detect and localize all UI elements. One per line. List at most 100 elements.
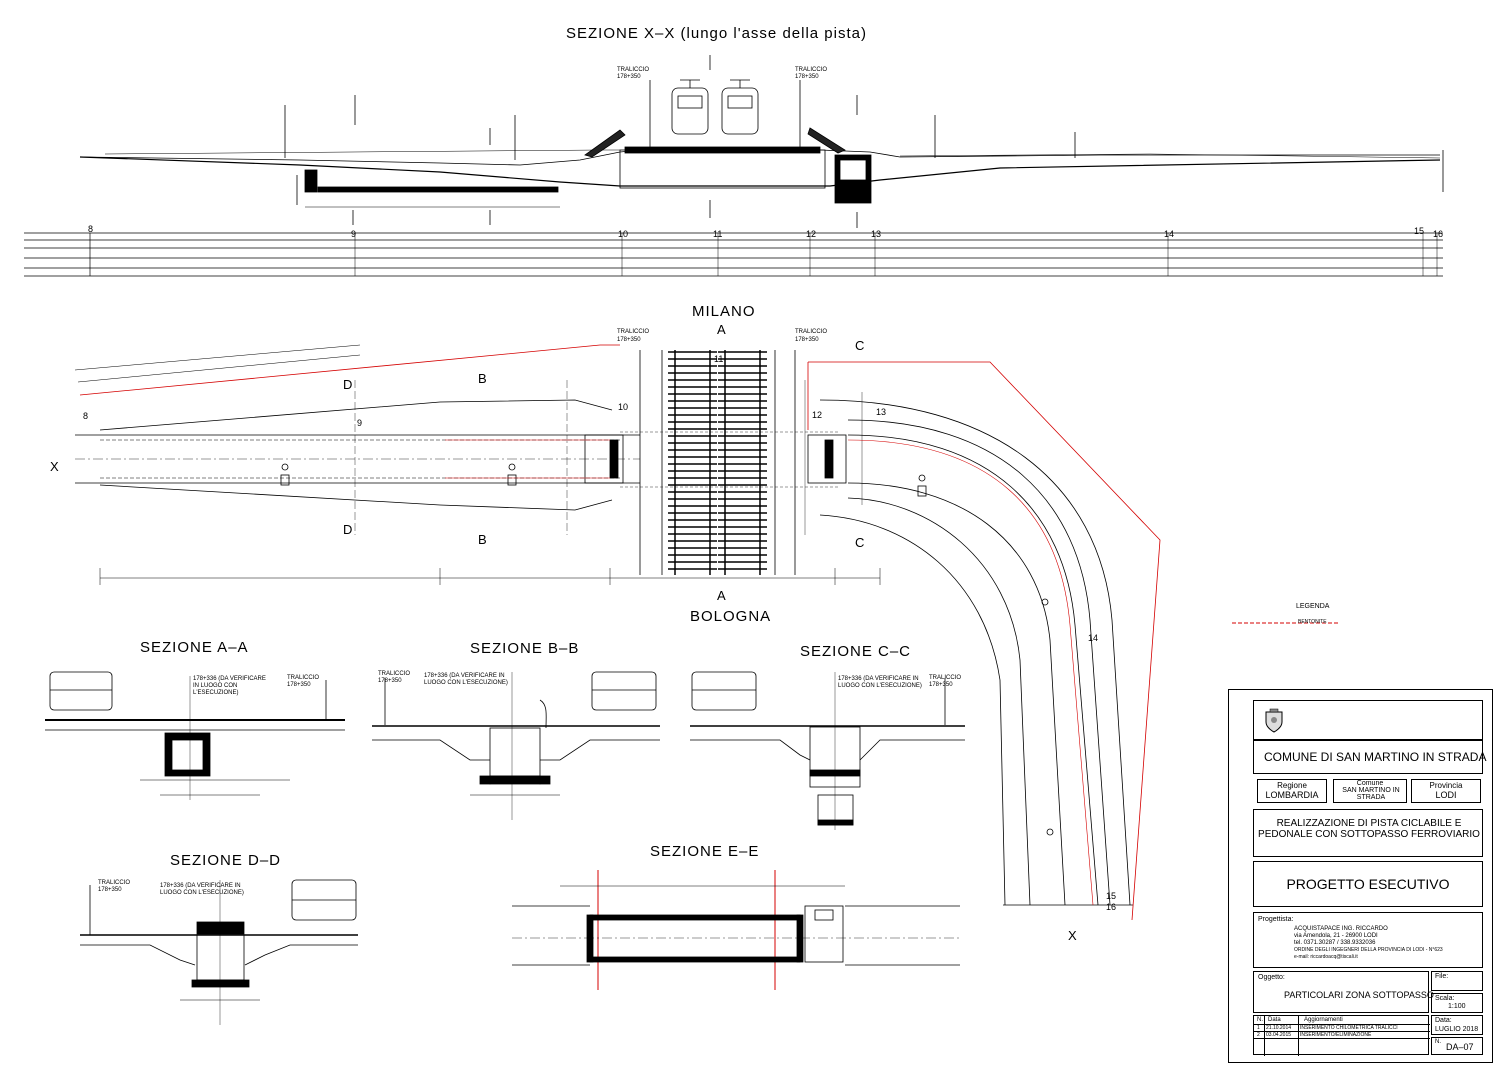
rev-header-n: N. bbox=[1257, 1017, 1263, 1023]
aa-traliccio: TRALICCIO bbox=[287, 675, 320, 681]
file-label: File: bbox=[1435, 973, 1449, 980]
section-dd-drawing bbox=[80, 879, 358, 1025]
xx-traliccio-left: TRALICCIO bbox=[617, 67, 650, 73]
oggetto-value: PARTICOLARI ZONA SOTTOPASSO bbox=[1284, 990, 1434, 1000]
plan-traliccio-left-km: 178+350 bbox=[617, 337, 641, 343]
marker-a-top: A bbox=[717, 322, 726, 337]
tb-sheet-box: N. DA–07 bbox=[1431, 1037, 1483, 1055]
marker-d-top: D bbox=[343, 377, 353, 392]
table-station-11: 11 bbox=[713, 229, 723, 239]
table-station-9: 9 bbox=[351, 229, 357, 239]
marker-b-bottom: B bbox=[478, 532, 487, 547]
tb-emblem-box bbox=[1253, 700, 1483, 740]
bb-km-note: 178+336 (DA VERIFICARE IN LUOGO CON L'ES… bbox=[424, 673, 508, 686]
table-station-15: 15 bbox=[1414, 226, 1425, 236]
progettista-line-5: e-mail: riccardoacq@tiscali.it bbox=[1294, 954, 1358, 960]
tb-date-box: Data: LUGLIO 2018 bbox=[1431, 1015, 1483, 1035]
date-label: Data: bbox=[1435, 1017, 1452, 1024]
rev-header-data: Data bbox=[1268, 1017, 1281, 1023]
progettista-line-2: via Amendola, 21 - 26900 LODI bbox=[1294, 933, 1378, 939]
section-dd-title: SEZIONE D–D bbox=[170, 852, 282, 869]
scala-label: Scala: bbox=[1435, 995, 1455, 1002]
scala-value: 1:100 bbox=[1448, 1003, 1466, 1010]
tb-progettista-box: Progettista: ACQUISTAPACE ING. RICCARDO … bbox=[1253, 912, 1483, 968]
section-aa-drawing bbox=[45, 671, 345, 800]
cc-traliccio-km: 178+350 bbox=[929, 682, 953, 688]
train-right bbox=[721, 79, 759, 135]
marker-x-left: X bbox=[50, 459, 59, 474]
dd-traliccio: TRALICCIO bbox=[98, 880, 131, 886]
plan-station-8: 8 bbox=[83, 411, 89, 421]
tb-project-box: REALIZZAZIONE DI PISTA CICLABILE E PEDON… bbox=[1253, 809, 1483, 857]
train-left bbox=[671, 79, 709, 135]
tb-provincia-box: Provincia LODI bbox=[1411, 779, 1481, 803]
xx-traliccio-left-km: 178+350 bbox=[617, 74, 641, 80]
table-station-16: 16 bbox=[1433, 229, 1444, 239]
tb-regione-box: Regione LOMBARDIA bbox=[1257, 779, 1327, 803]
phase-title: PROGETTO ESECUTIVO bbox=[1286, 876, 1450, 892]
bb-traliccio: TRALICCIO bbox=[378, 671, 411, 677]
tb-comune-box: Comune SAN MARTINO IN STRADA bbox=[1333, 779, 1407, 803]
cc-km-note: 178+336 (DA VERIFICARE IN LUOGO CON L'ES… bbox=[838, 676, 922, 689]
rev-1-n: 1 bbox=[1257, 1025, 1260, 1031]
aa-traliccio-km: 178+350 bbox=[287, 682, 311, 688]
plan-station-14: 14 bbox=[1088, 633, 1099, 643]
provincia-label: Provincia bbox=[1429, 781, 1463, 790]
tb-phase-box: PROGETTO ESECUTIVO bbox=[1253, 861, 1483, 907]
section-bb-drawing bbox=[372, 671, 660, 820]
rail-tracks bbox=[639, 350, 796, 575]
aa-km-note: 178+336 (DA VERIFICARE IN LUOGO CON L'ES… bbox=[193, 676, 266, 696]
section-bb-title: SEZIONE B–B bbox=[470, 640, 580, 657]
bb-traliccio-km: 178+350 bbox=[378, 678, 402, 684]
marker-d-bottom: D bbox=[343, 522, 353, 537]
comune-value: SAN MARTINO IN STRADA bbox=[1342, 787, 1400, 801]
table-station-12: 12 bbox=[806, 229, 817, 239]
progettista-line-1: ACQUISTAPACE ING. RICCARDO bbox=[1294, 926, 1388, 932]
plan-station-9: 9 bbox=[357, 418, 363, 428]
date-value: LUGLIO 2018 bbox=[1435, 1026, 1479, 1033]
xx-traliccio-right: TRALICCIO bbox=[795, 67, 828, 73]
provincia-value: LODI bbox=[1435, 790, 1457, 800]
marker-b-top: B bbox=[478, 371, 487, 386]
plan-south-label: BOLOGNA bbox=[690, 608, 772, 625]
rev-2-n: 2 bbox=[1257, 1032, 1260, 1038]
cc-traliccio: TRALICCIO bbox=[929, 675, 962, 681]
rev-2-desc: INSERIMENTO/ELIMINAZIONE bbox=[1300, 1032, 1372, 1038]
oggetto-label: Oggetto: bbox=[1258, 974, 1285, 981]
rev-1-desc: INSERIMENTO CHILOMETRICA TRALICCI bbox=[1300, 1025, 1398, 1031]
table-station-14: 14 bbox=[1164, 229, 1175, 239]
plan-station-15: 15 bbox=[1106, 891, 1117, 901]
plan-station-16: 16 bbox=[1106, 902, 1117, 912]
project-title: REALIZZAZIONE DI PISTA CICLABILE E PEDON… bbox=[1258, 818, 1480, 840]
table-station-13: 13 bbox=[871, 229, 882, 239]
title-block: COMUNE DI SAN MARTINO IN STRADA Regione … bbox=[1228, 689, 1493, 1063]
regione-label: Regione bbox=[1277, 781, 1307, 790]
table-station-10: 10 bbox=[618, 229, 629, 239]
sheet-label: N. bbox=[1435, 1039, 1441, 1045]
rev-header-aggiornamenti: Aggiornamenti bbox=[1304, 1017, 1343, 1023]
plan-traliccio-left: TRALICCIO bbox=[617, 329, 650, 335]
section-xx-title: SEZIONE X–X (lungo l'asse della pista) bbox=[566, 25, 867, 42]
section-cc-title: SEZIONE C–C bbox=[800, 643, 912, 660]
plan-north-label: MILANO bbox=[692, 303, 756, 320]
profile-table bbox=[24, 232, 1443, 277]
municipality-name: COMUNE DI SAN MARTINO IN STRADA bbox=[1264, 750, 1487, 764]
section-aa-title: SEZIONE A–A bbox=[140, 639, 249, 656]
coat-of-arms-icon bbox=[1265, 708, 1283, 733]
xx-traliccio-right-km: 178+350 bbox=[795, 74, 819, 80]
section-cc-drawing bbox=[690, 671, 965, 830]
dd-traliccio-km: 178+350 bbox=[98, 887, 122, 893]
legend-title: LEGENDA bbox=[1296, 603, 1330, 610]
sheet-value: DA–07 bbox=[1446, 1042, 1474, 1052]
marker-c-bottom: C bbox=[855, 535, 865, 550]
marker-c-top: C bbox=[855, 338, 865, 353]
rev-1-data: 21.10.2014 bbox=[1266, 1025, 1292, 1031]
plan-station-10: 10 bbox=[618, 402, 629, 412]
tb-file-box: File: bbox=[1431, 971, 1483, 991]
rev-2-data: 03.04.2015 bbox=[1266, 1032, 1292, 1038]
progettista-line-3: tel. 0371.30287 / 338.9332036 bbox=[1294, 940, 1376, 946]
progettista-label: Progettista: bbox=[1258, 916, 1294, 923]
marker-a-bottom: A bbox=[717, 588, 726, 603]
profile-xx bbox=[79, 55, 1444, 228]
